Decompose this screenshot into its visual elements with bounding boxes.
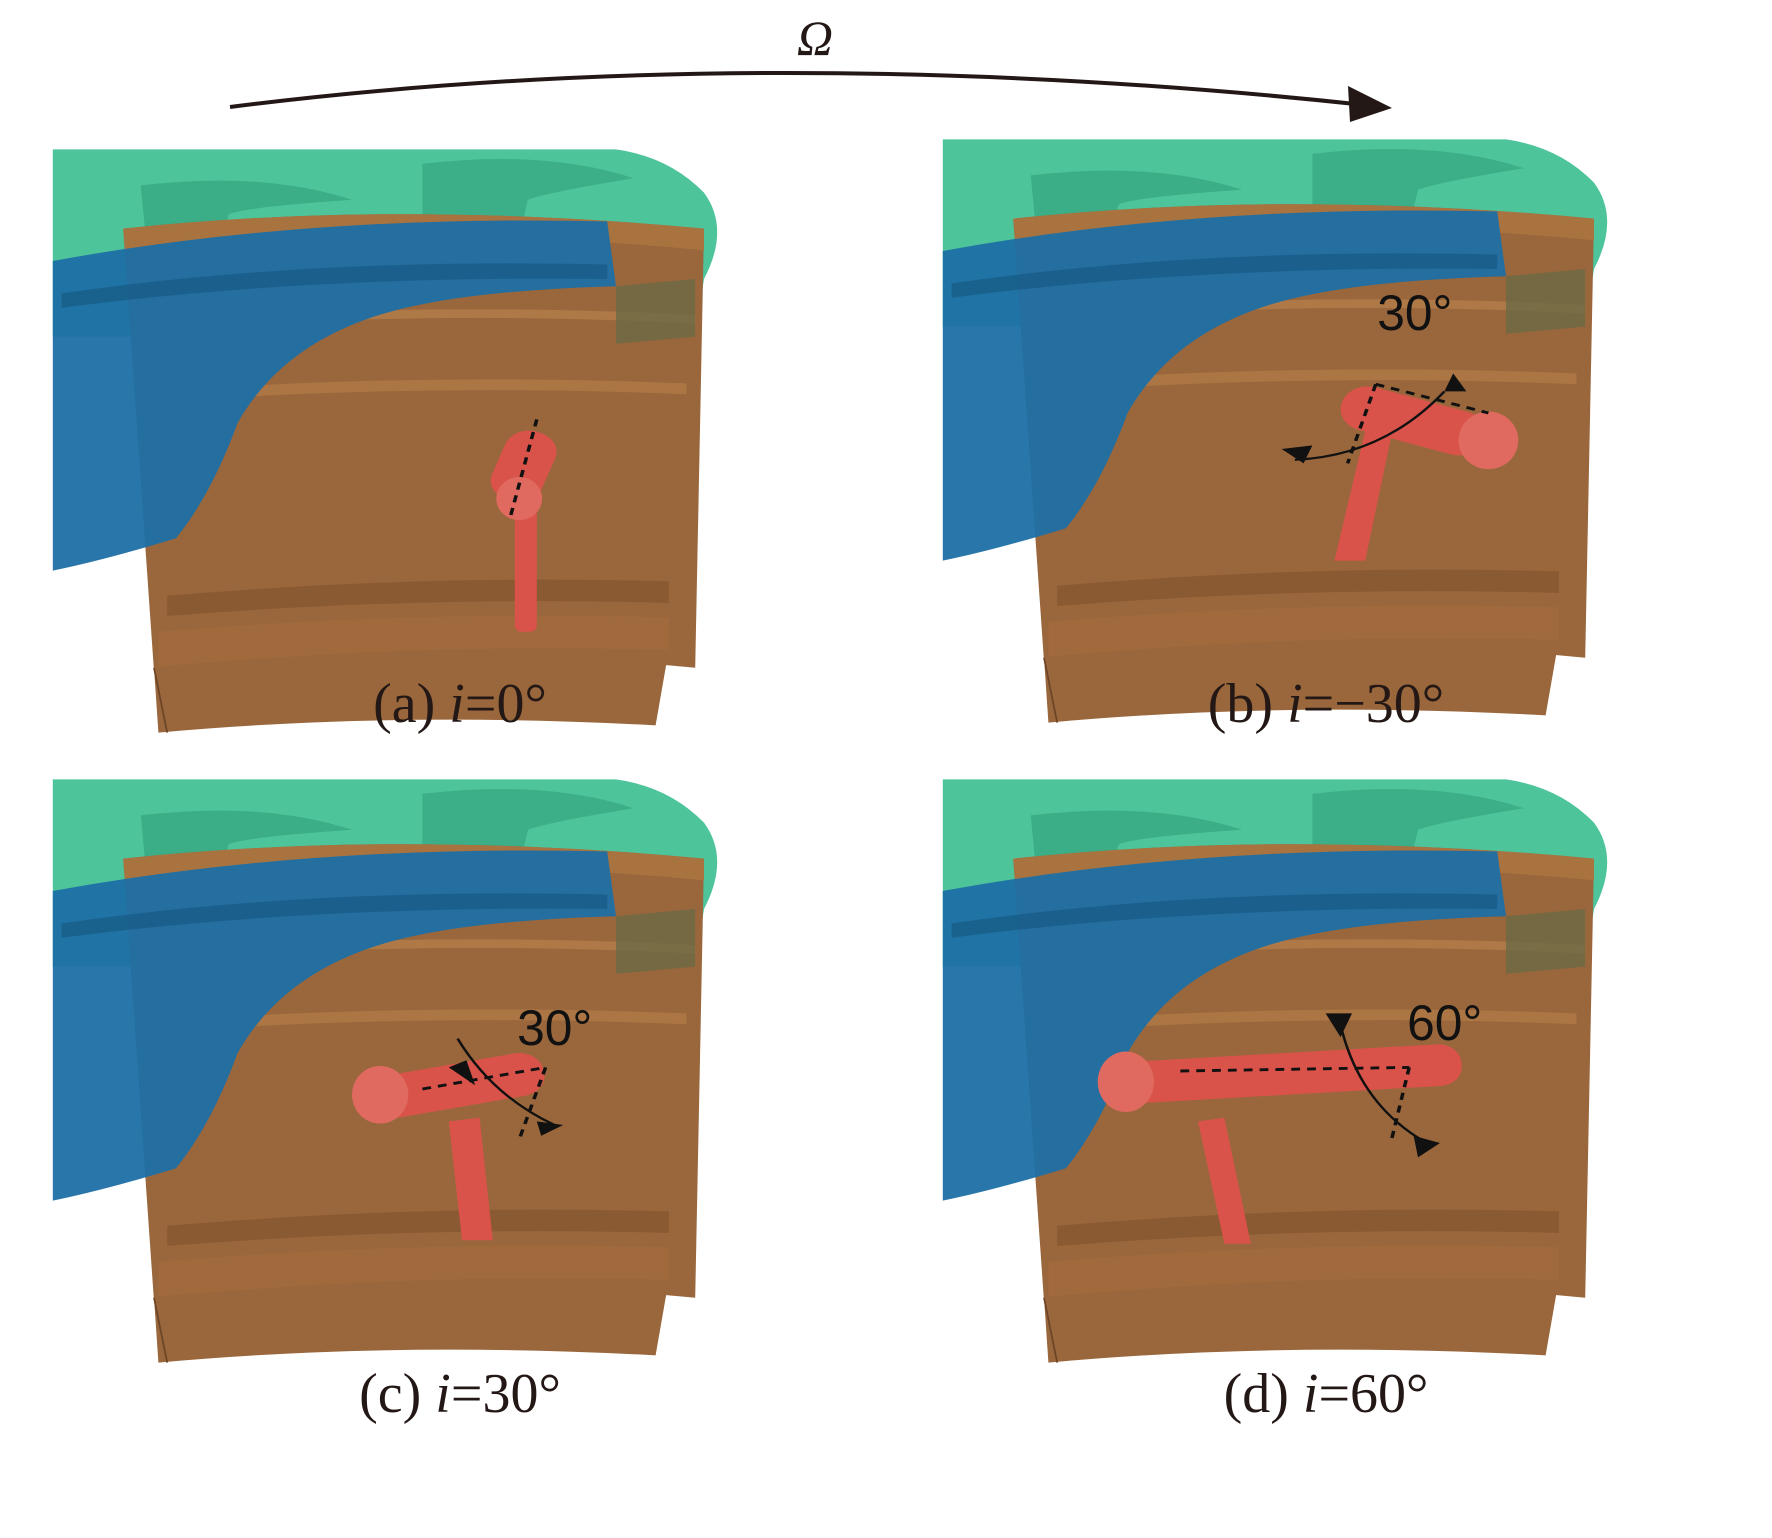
rotation-arrow [229, 71, 1366, 109]
caption-d: (d) i=60° [1224, 1363, 1429, 1425]
probe-b [1281, 373, 1519, 561]
rotation-symbol: Ω [797, 10, 833, 66]
panel-d: 60° [941, 778, 1609, 1364]
angle-label-d: 60° [1407, 995, 1482, 1051]
probe-c [352, 1038, 564, 1241]
panel-b: 30° [941, 138, 1609, 724]
panel-a [51, 148, 719, 734]
probe-a [490, 419, 557, 632]
rotation-arrow-head [1348, 86, 1392, 122]
panel-c: 30° [51, 778, 719, 1364]
turbine-passage-model [51, 148, 719, 734]
caption-b: (b) i=−30° [1208, 673, 1444, 735]
angle-label-c: 30° [517, 1000, 592, 1056]
angle-label-b: 30° [1377, 285, 1452, 341]
rotation-indicator: Ω [229, 10, 1392, 122]
caption-c: (c) i=30° [359, 1363, 561, 1425]
probe-d [1097, 1013, 1462, 1244]
caption-a: (a) i=0° [373, 673, 547, 735]
